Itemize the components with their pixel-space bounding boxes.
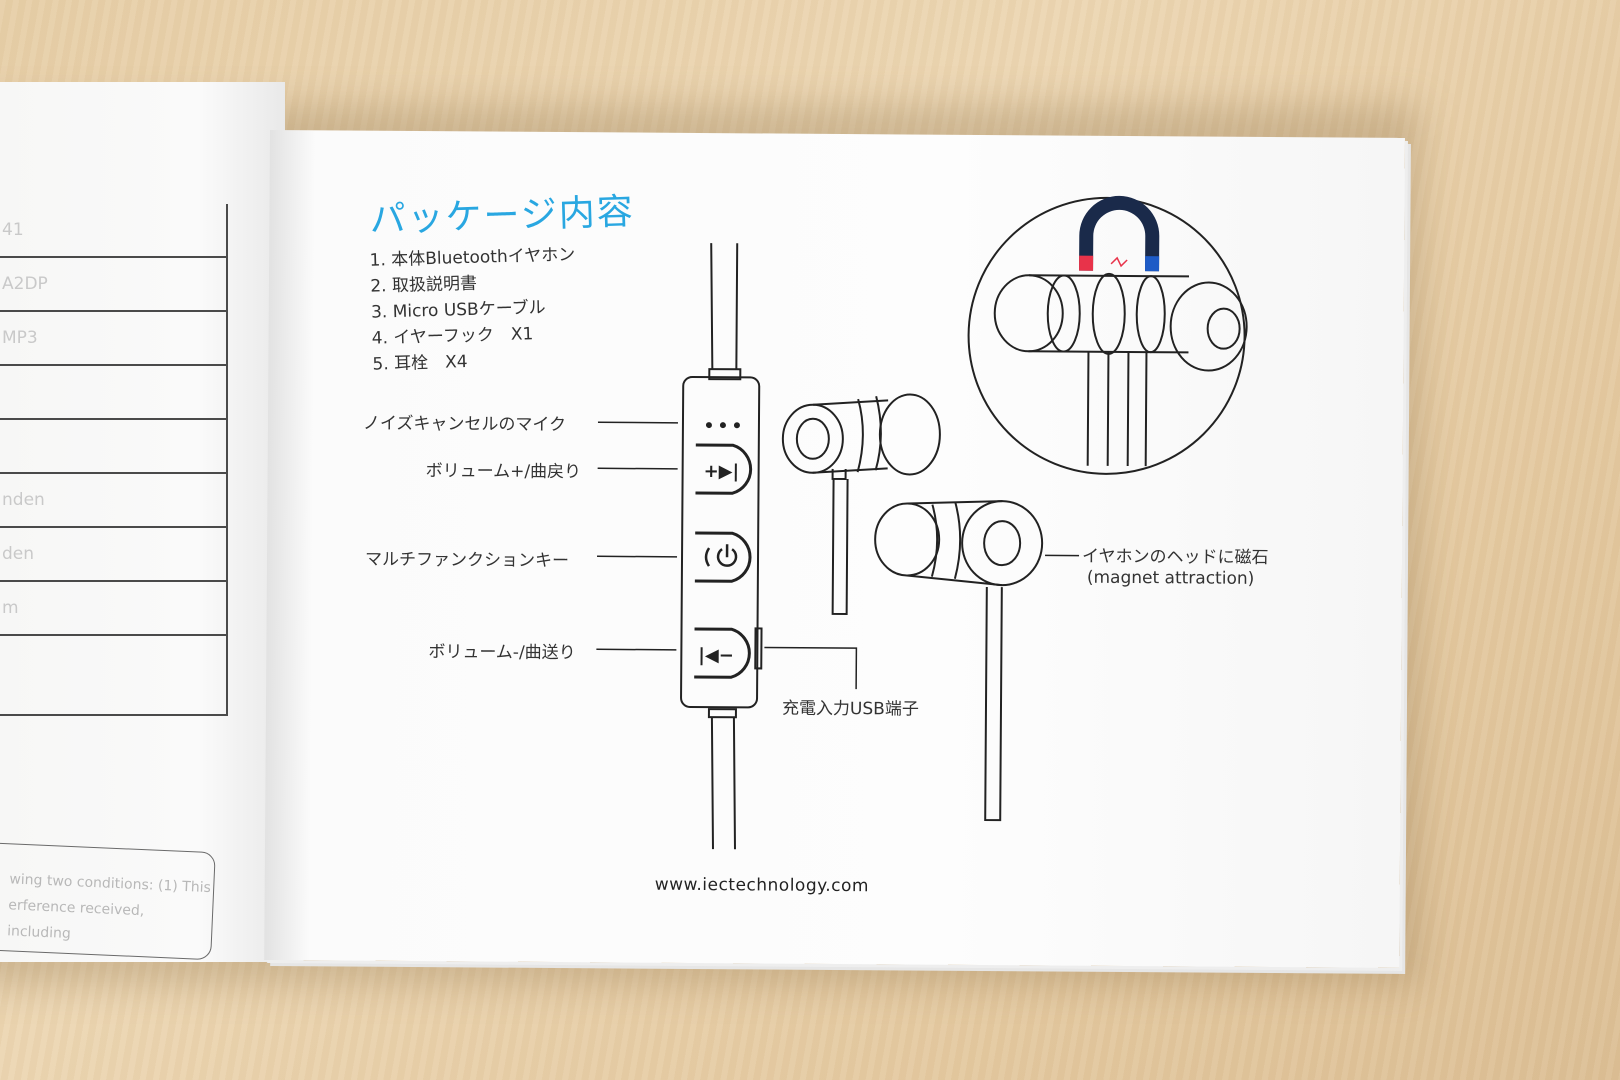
plus-next-icon: +▶| (704, 461, 740, 482)
cable-top-cap (708, 368, 742, 381)
call-power-icon (704, 544, 738, 567)
label-mic: ノイズキャンセルのマイク (362, 413, 567, 436)
magnet-detail-circle (967, 196, 1246, 475)
table-row (0, 366, 228, 420)
label-magnet-jp: イヤホンのヘッドに磁石 (1081, 546, 1269, 568)
leader-line (764, 646, 858, 690)
table-row: nden (0, 474, 228, 528)
table-row: MP3 (0, 312, 228, 366)
label-multi-function: マルチファンクションキー (364, 549, 570, 572)
table-row (0, 420, 228, 474)
label-volume-up: ボリューム+/曲戻り (425, 461, 582, 483)
usb-port (754, 627, 763, 670)
prev-minus-icon: |◀− (698, 645, 734, 666)
table-row: den (0, 528, 228, 582)
cable-bottom (710, 717, 736, 850)
earphone-diagram: +▶| |◀− (596, 195, 1248, 850)
volume-up-button (695, 443, 753, 495)
leader-line (596, 648, 677, 651)
fcc-note: wing two conditions: (1) This erference … (0, 842, 216, 961)
magnet-earbud-closeup (993, 272, 1248, 467)
table-row: 41 (0, 204, 228, 258)
label-volume-down: ボリューム-/曲送り (428, 642, 576, 664)
table-row: m (0, 582, 228, 636)
left-page: 41 A2DP MP3 nden den m wing two conditio… (0, 82, 285, 962)
remote-control-body (680, 375, 761, 709)
table-row (0, 636, 228, 716)
leader-line (597, 555, 678, 558)
leader-line (597, 467, 678, 470)
cable-bottom-cap (707, 708, 737, 719)
table-row: A2DP (0, 258, 228, 312)
leader-line (597, 421, 678, 424)
right-page: パッケージ内容 1. 本体Bluetoothイヤホン 2. 取扱説明書 3. M… (264, 130, 1405, 968)
note-line: erference received, including (6, 897, 145, 943)
microphone-dots-icon (705, 422, 740, 429)
footer-url: www.iectechnology.com (654, 874, 870, 897)
earbud-right (874, 500, 1044, 822)
label-usb-port: 充電入力USB端子 (781, 698, 919, 720)
magnet-icon (1079, 195, 1160, 272)
cable-top (710, 243, 739, 370)
volume-down-button (694, 627, 751, 679)
multi-function-button (694, 531, 752, 583)
earbud-left (781, 393, 941, 616)
label-magnet-en: (magnet attraction) (1086, 567, 1255, 589)
